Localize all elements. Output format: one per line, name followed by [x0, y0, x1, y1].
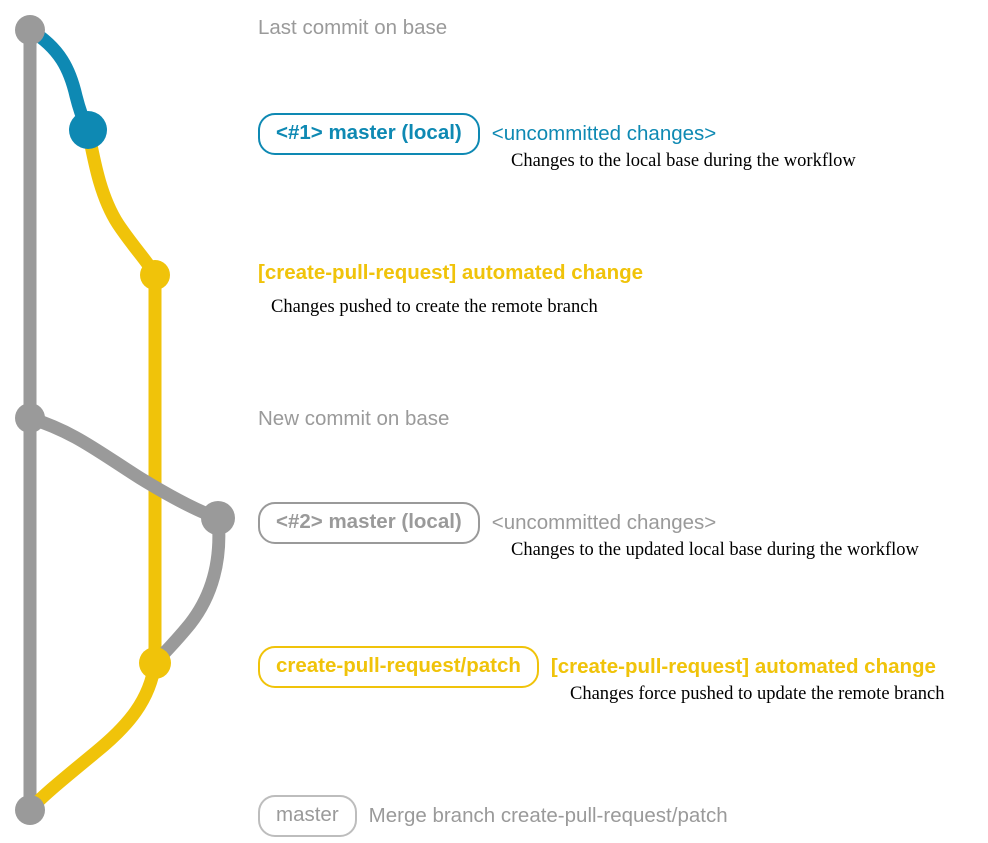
ref-chip-master-local-1[interactable]: <#1> master (local): [258, 113, 480, 155]
commit-node-base-3[interactable]: [15, 795, 45, 825]
commit-headline: Last commit on base: [258, 16, 448, 39]
ref-chip-master-local-2[interactable]: <#2> master (local): [258, 502, 480, 544]
chipline: [create-pull-request] automated change: [258, 261, 643, 285]
ref-chip-master[interactable]: master: [258, 795, 357, 837]
chipline: master Merge branch create-pull-request/…: [258, 795, 728, 837]
annotation-master-merge: master Merge branch create-pull-request/…: [258, 795, 728, 837]
annotation-last-commit-on-base: Last commit on base: [258, 16, 447, 40]
local-to-patch-line: [148, 511, 226, 670]
commit-headline: [create-pull-request] automated change: [258, 261, 644, 284]
local-branch-line-2: [23, 411, 225, 525]
annotation-new-commit-on-base: New commit on base: [258, 407, 449, 431]
chipline: <#2> master (local) <uncommitted changes…: [258, 502, 716, 544]
ref-chip-create-pull-request-patch[interactable]: create-pull-request/patch: [258, 646, 539, 688]
commit-node-base-2[interactable]: [15, 403, 45, 433]
chipline: Last commit on base: [258, 16, 447, 40]
patch-merge-line: [23, 656, 162, 817]
annotation-sub-create-pull-request-patch: Changes force pushed to update the remot…: [570, 684, 945, 704]
annotation-sub-master-local-2: Changes to the updated local base during…: [511, 540, 919, 560]
patch-branch-line-1: [81, 123, 162, 282]
chipline: New commit on base: [258, 407, 449, 431]
annotation-master-local-2: <#2> master (local) <uncommitted changes…: [258, 502, 716, 544]
commit-headline: Merge branch create-pull-request/patch: [368, 803, 728, 827]
commit-node-patch-1[interactable]: [140, 260, 170, 290]
annotation-sub-master-local-1: Changes to the local base during the wor…: [511, 151, 856, 171]
commit-headline: <uncommitted changes>: [491, 121, 717, 145]
annotation-create-pull-request-patch: create-pull-request/patch [create-pull-r…: [258, 646, 936, 688]
commit-node-base-1[interactable]: [15, 15, 45, 45]
annotation-automated-change-1: [create-pull-request] automated change: [258, 261, 643, 285]
annotation-sub-automated-change-1: Changes pushed to create the remote bran…: [271, 297, 598, 317]
chipline: create-pull-request/patch [create-pull-r…: [258, 646, 936, 688]
annotation-master-local-1: <#1> master (local) <uncommitted changes…: [258, 113, 716, 155]
commit-headline: <uncommitted changes>: [491, 510, 717, 534]
commit-node-patch-2[interactable]: [139, 647, 171, 679]
commit-headline: New commit on base: [258, 407, 450, 430]
chipline: <#1> master (local) <uncommitted changes…: [258, 113, 716, 155]
commit-node-local-2[interactable]: [201, 501, 235, 535]
commit-headline: [create-pull-request] automated change: [550, 654, 936, 678]
commit-node-local-1[interactable]: [69, 111, 107, 149]
